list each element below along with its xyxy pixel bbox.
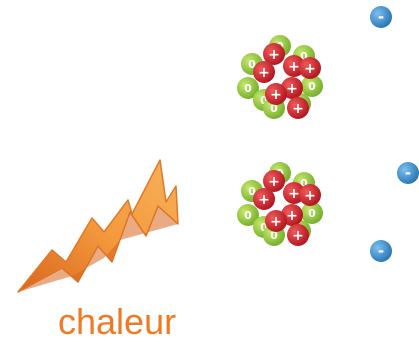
proton: + (265, 210, 287, 232)
proton-label: + (268, 47, 280, 63)
electron: - (370, 6, 392, 28)
proton: + (299, 184, 321, 206)
proton-label: + (270, 87, 282, 103)
proton-label: + (286, 81, 298, 97)
neutron-label: 0 (270, 102, 278, 115)
proton-label: + (288, 59, 300, 75)
heat-label: chaleur (58, 301, 177, 342)
proton: + (283, 55, 305, 77)
electron-label: - (405, 164, 411, 182)
electron-label: - (378, 242, 384, 260)
proton-label: + (258, 192, 270, 208)
proton-label: + (268, 174, 280, 190)
electron: - (397, 162, 419, 184)
proton: + (287, 97, 309, 119)
electron-label: - (378, 8, 384, 26)
proton-label: + (270, 214, 282, 230)
proton: + (283, 182, 305, 204)
proton: + (253, 188, 275, 210)
proton-label: + (292, 228, 304, 244)
proton: + (299, 57, 321, 79)
proton: + (265, 83, 287, 105)
proton-label: + (258, 65, 270, 81)
proton: + (287, 224, 309, 246)
neutron-label: 0 (248, 185, 256, 198)
neutron: 0 (301, 75, 323, 97)
neutron-label: 0 (260, 221, 268, 234)
neutron: 0 (237, 204, 259, 226)
proton: + (263, 43, 285, 65)
neutron-label: 0 (270, 229, 278, 242)
nucleus: 00000000+++++++ (237, 35, 323, 119)
proton: + (253, 61, 275, 83)
proton: + (263, 170, 285, 192)
neutron-label: 0 (308, 207, 316, 220)
neutron-label: 0 (244, 82, 252, 95)
neutron-label: 0 (300, 177, 308, 190)
neutron: 0 (237, 77, 259, 99)
neutron-label: 0 (300, 50, 308, 63)
neutron-label: 0 (248, 58, 256, 71)
neutron-label: 0 (260, 94, 268, 107)
proton-label: + (304, 188, 316, 204)
proton-label: + (288, 186, 300, 202)
proton-label: + (304, 61, 316, 77)
proton-label: + (292, 101, 304, 117)
nucleus: 00000000+++++++ (237, 162, 323, 246)
neutron-label: 0 (244, 209, 252, 222)
neutron-label: 0 (308, 80, 316, 93)
electron: - (370, 240, 392, 262)
proton-label: + (286, 208, 298, 224)
lightning-bolt-icon (17, 159, 179, 293)
neutron: 0 (301, 202, 323, 224)
